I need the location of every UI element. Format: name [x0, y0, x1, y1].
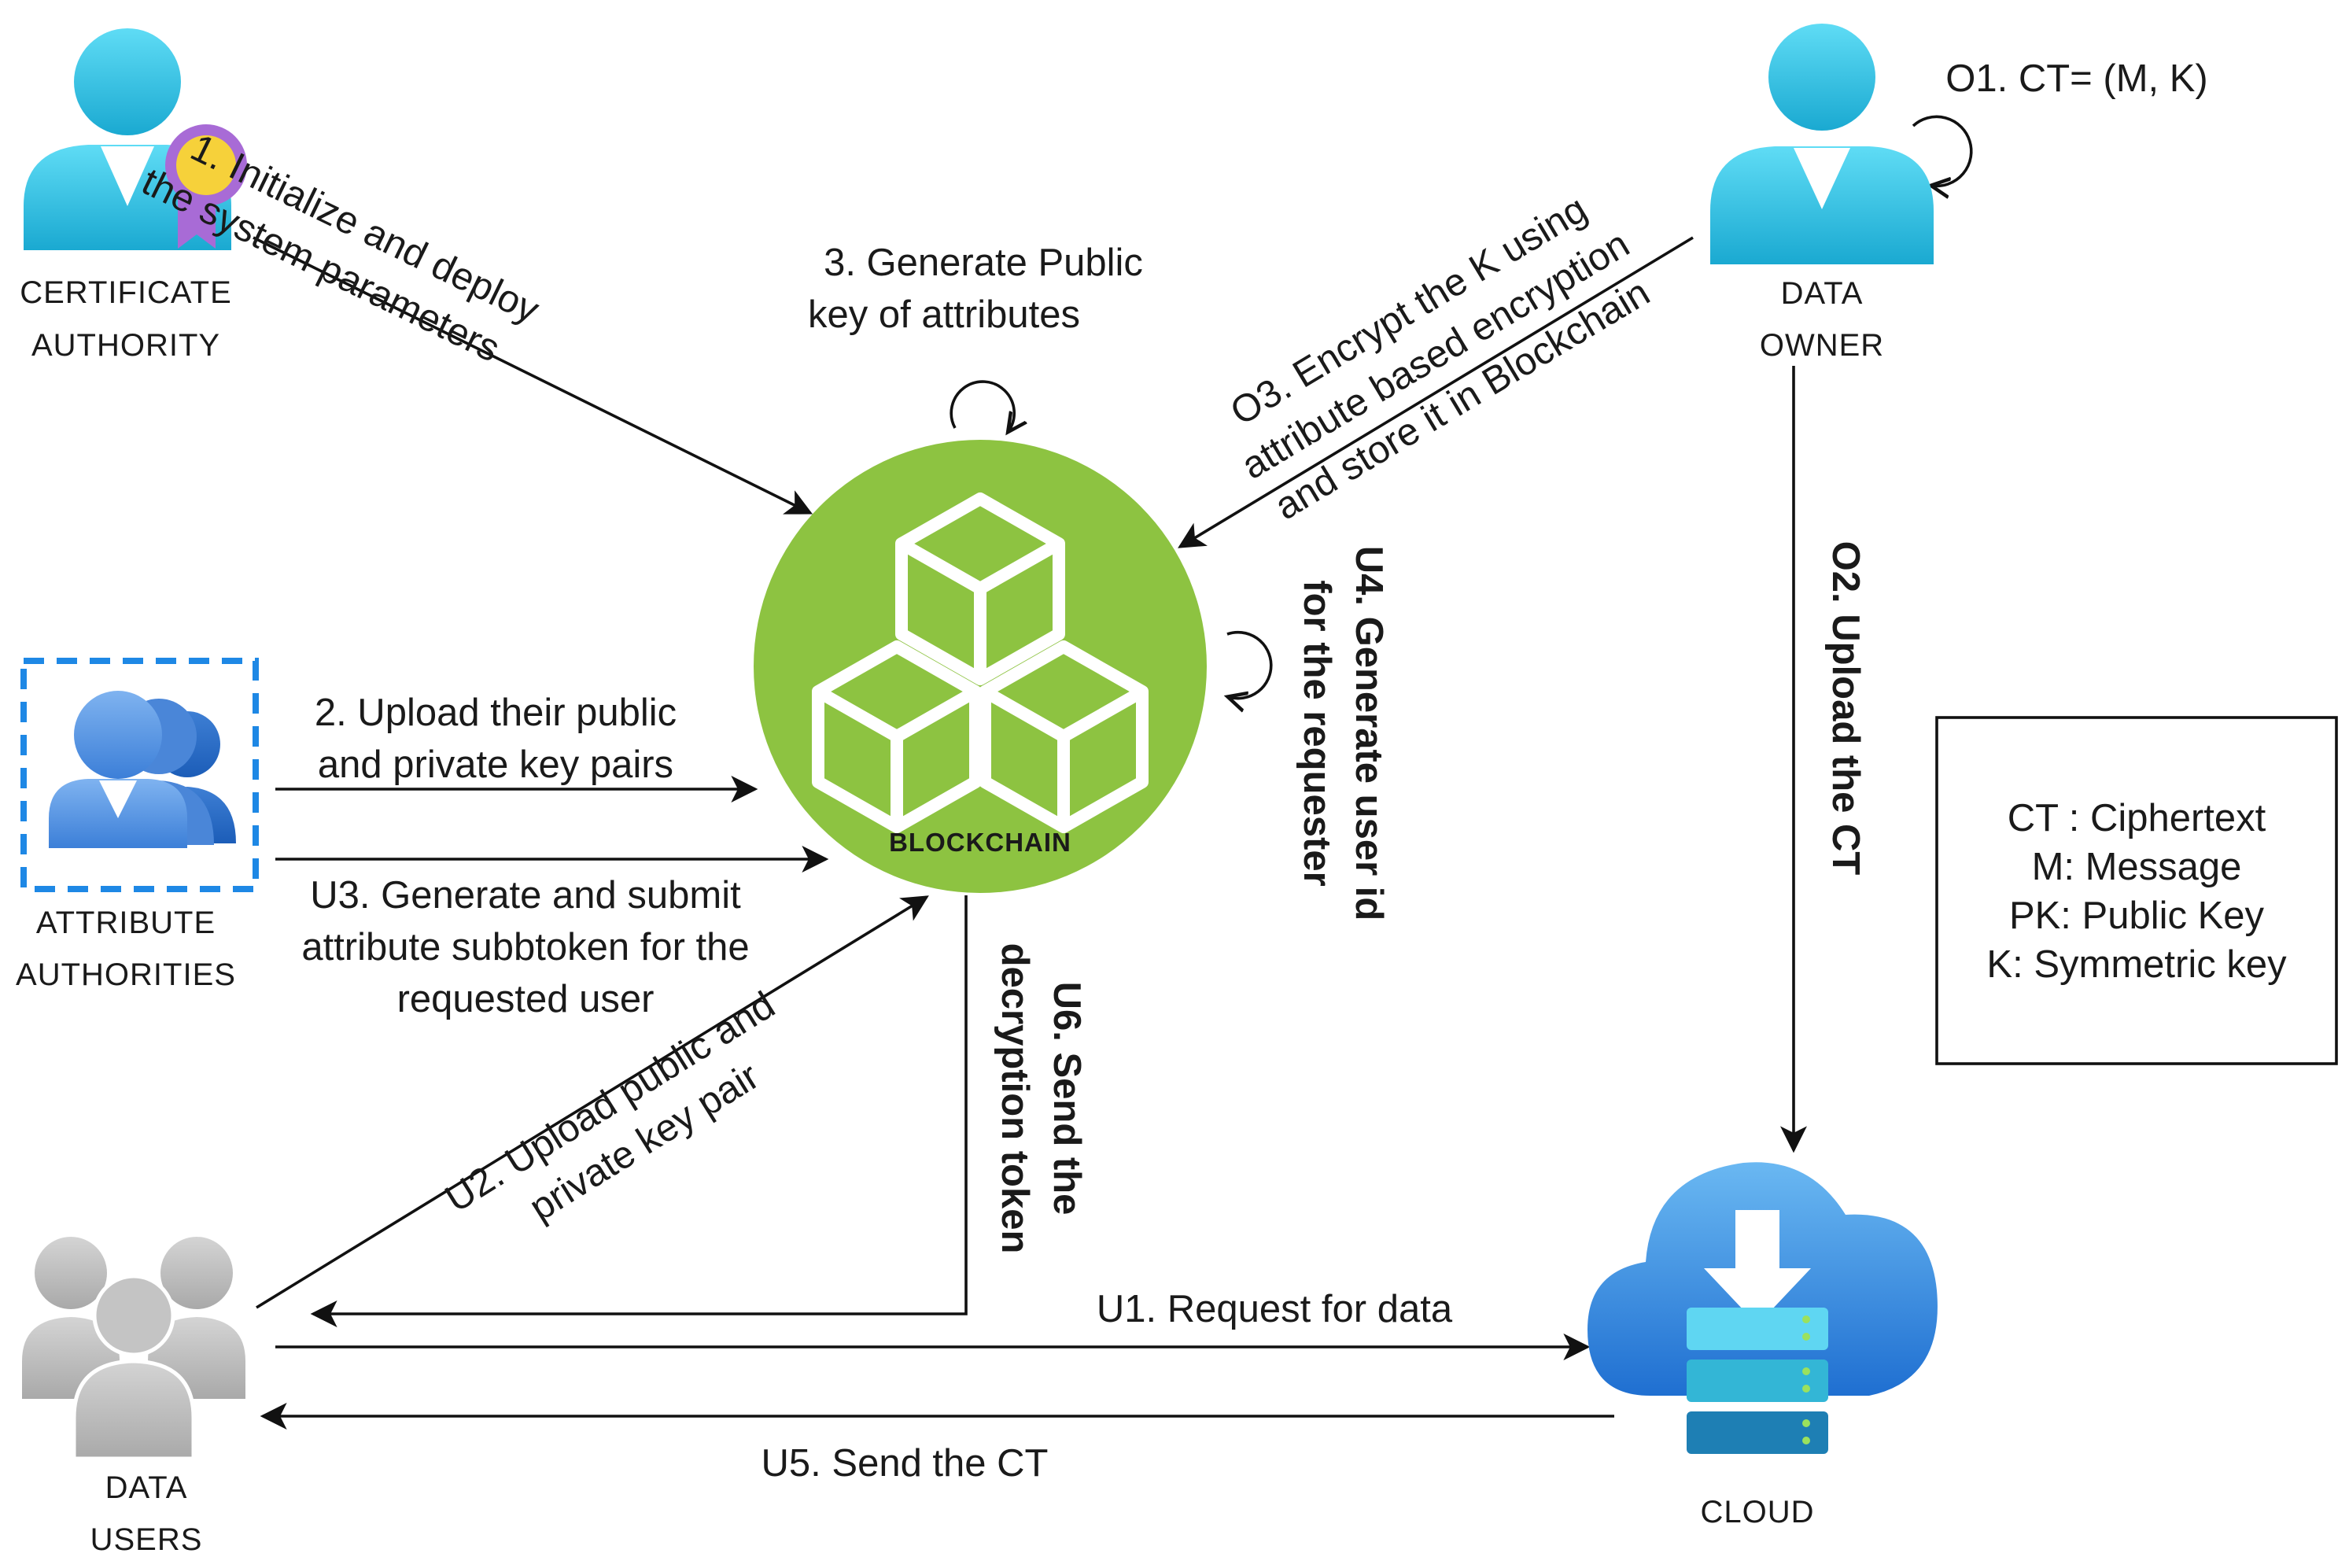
ca-label-line1: CERTIFICATE [20, 275, 232, 310]
edge-decryption-token [310, 895, 968, 1327]
selection-box [20, 658, 259, 892]
label-step2-line1: 2. Upload their public [315, 692, 677, 734]
label-step2-line2: and private key pairs [318, 743, 673, 786]
legend-box: CT : Ciphertext M: Message PK: Public Ke… [1935, 716, 2338, 1065]
data-owner-icon [1710, 24, 1934, 264]
blocks-cubes [812, 493, 1149, 833]
aa-label-line2: AUTHORITIES [16, 957, 236, 992]
du-label-line2: USERS [90, 1522, 203, 1557]
blockchain-label: BLOCKCHAIN [889, 828, 1071, 857]
legend-item-k: K: Symmetric key [1986, 943, 2287, 986]
label-step3-line1: 3. Generate Public [824, 242, 1143, 284]
certificate-authority-node[interactable]: CERTIFICATE AUTHORITY [20, 28, 247, 363]
do-label-line1: DATA [1781, 276, 1864, 311]
attribute-authorities-node[interactable]: ATTRIBUTE AUTHORITIES [16, 658, 259, 992]
label-u4-line1: U4. Generate user id [1348, 546, 1390, 921]
label-u3-line3: requested user [397, 978, 655, 1020]
label-u6-line2: decryption token [994, 943, 1036, 1254]
cloud-label: CLOUD [1700, 1495, 1814, 1529]
edge-upload-user-keys [256, 895, 929, 1309]
data-owner-node[interactable]: DATA OWNER [1710, 24, 1934, 363]
cloud-node[interactable]: CLOUD [1588, 1162, 1938, 1529]
certificate-authority-icon [24, 28, 247, 250]
label-step3-line2: key of attributes [808, 293, 1080, 336]
edge-encrypt-key [1178, 236, 1694, 548]
label-u3-line1: U3. Generate and submit [310, 874, 741, 917]
loop-generate-public-key [950, 380, 1014, 431]
cloud-storage-icon [1588, 1162, 1938, 1454]
legend-item-m: M: Message [2032, 846, 2242, 888]
ca-label-line2: AUTHORITY [31, 328, 220, 363]
label-u6-line1: U6. Send the [1045, 982, 1088, 1216]
label-u1: U1. Request for data [1097, 1288, 1453, 1330]
data-users-node[interactable]: DATA USERS [22, 1237, 245, 1557]
blockchain-node[interactable]: BLOCKCHAIN [754, 440, 1207, 893]
label-u5: U5. Send the CT [761, 1442, 1049, 1485]
loop-ciphertext [1912, 115, 1973, 186]
du-label-line1: DATA [105, 1470, 188, 1505]
label-u6: U6. Send the decryption token [994, 943, 1088, 1254]
label-o1: O1. CT= (M, K) [1945, 57, 2208, 100]
legend-item-pk: PK: Public Key [2009, 895, 2265, 937]
data-users-icon [22, 1237, 245, 1461]
label-o3: O3. Encrypt the K using attribute based … [1223, 187, 1657, 528]
label-o2: O2. Upload the CT [1824, 541, 1867, 876]
edge-initialize [253, 236, 813, 515]
loop-generate-user-id [1227, 630, 1273, 699]
aa-label-line1: ATTRIBUTE [36, 906, 216, 940]
legend-item-ct: CT : Ciphertext [2008, 797, 2266, 839]
label-u3-line2: attribute subbtoken for the [301, 926, 749, 968]
do-label-line2: OWNER [1760, 328, 1884, 363]
label-o2-text: O2. Upload the CT [1824, 541, 1867, 876]
label-u4-line2: for the requester [1296, 580, 1338, 886]
attribute-authorities-icon [49, 691, 236, 848]
label-u2: U2. Upload public and private key pair [438, 983, 783, 1229]
label-u4: U4. Generate user id for the requester [1296, 546, 1390, 921]
